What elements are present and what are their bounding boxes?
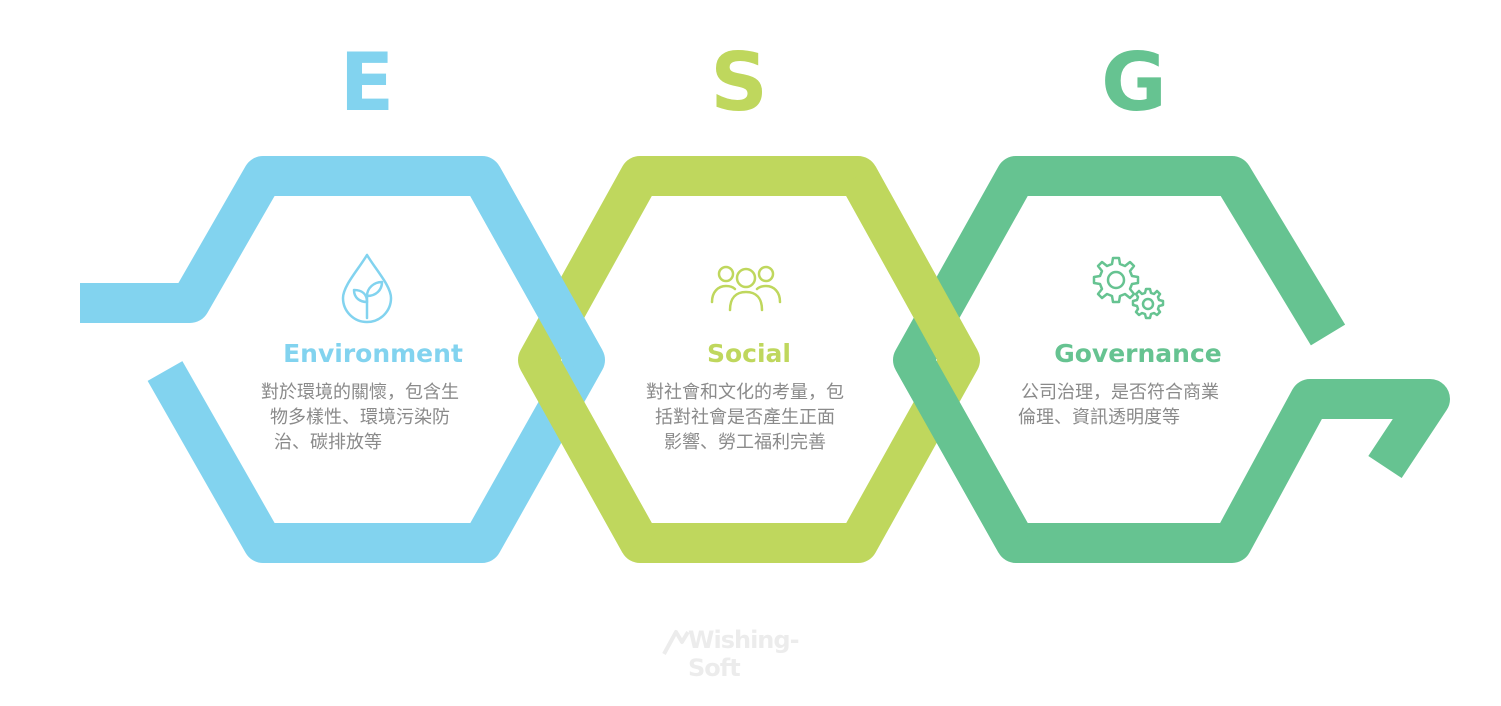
description-line: 治、碳排放等 <box>274 432 382 453</box>
description-line: 倫理、資訊透明度等 <box>1018 407 1180 428</box>
description-line: 括對社會是否產生正面 <box>655 407 835 428</box>
environment-title: Environment <box>283 339 463 368</box>
water-drop-leaf-icon <box>341 253 393 324</box>
governance-description: 公司治理，是否符合商業 倫理、資訊透明度等 <box>1000 380 1240 430</box>
governance-title: Governance <box>1054 339 1222 368</box>
description-line: 影響、勞工福利完善 <box>664 432 826 453</box>
social-title: Social <box>706 339 791 368</box>
watermark-text: Wishing-Soft <box>688 626 800 682</box>
description-line: 對社會和文化的考量，包 <box>646 382 844 403</box>
letter-e: E <box>339 36 395 129</box>
description-line: 物多樣性、環境污染防 <box>270 407 450 428</box>
social-description: 對社會和文化的考量，包 括對社會是否產生正面 影響、勞工福利完善 <box>625 380 865 455</box>
letter-s: S <box>710 36 768 129</box>
watermark-logo: Wishing-Soft <box>662 622 842 682</box>
gears-icon <box>1092 256 1165 320</box>
letter-g: G <box>1101 36 1167 129</box>
environment-description: 對於環境的關懷，包含生 物多樣性、環境污染防 治、碳排放等 <box>240 380 480 455</box>
people-group-icon <box>710 265 782 312</box>
description-line: 對於環境的關懷，包含生 <box>261 382 459 403</box>
description-line: 公司治理，是否符合商業 <box>1021 382 1219 403</box>
